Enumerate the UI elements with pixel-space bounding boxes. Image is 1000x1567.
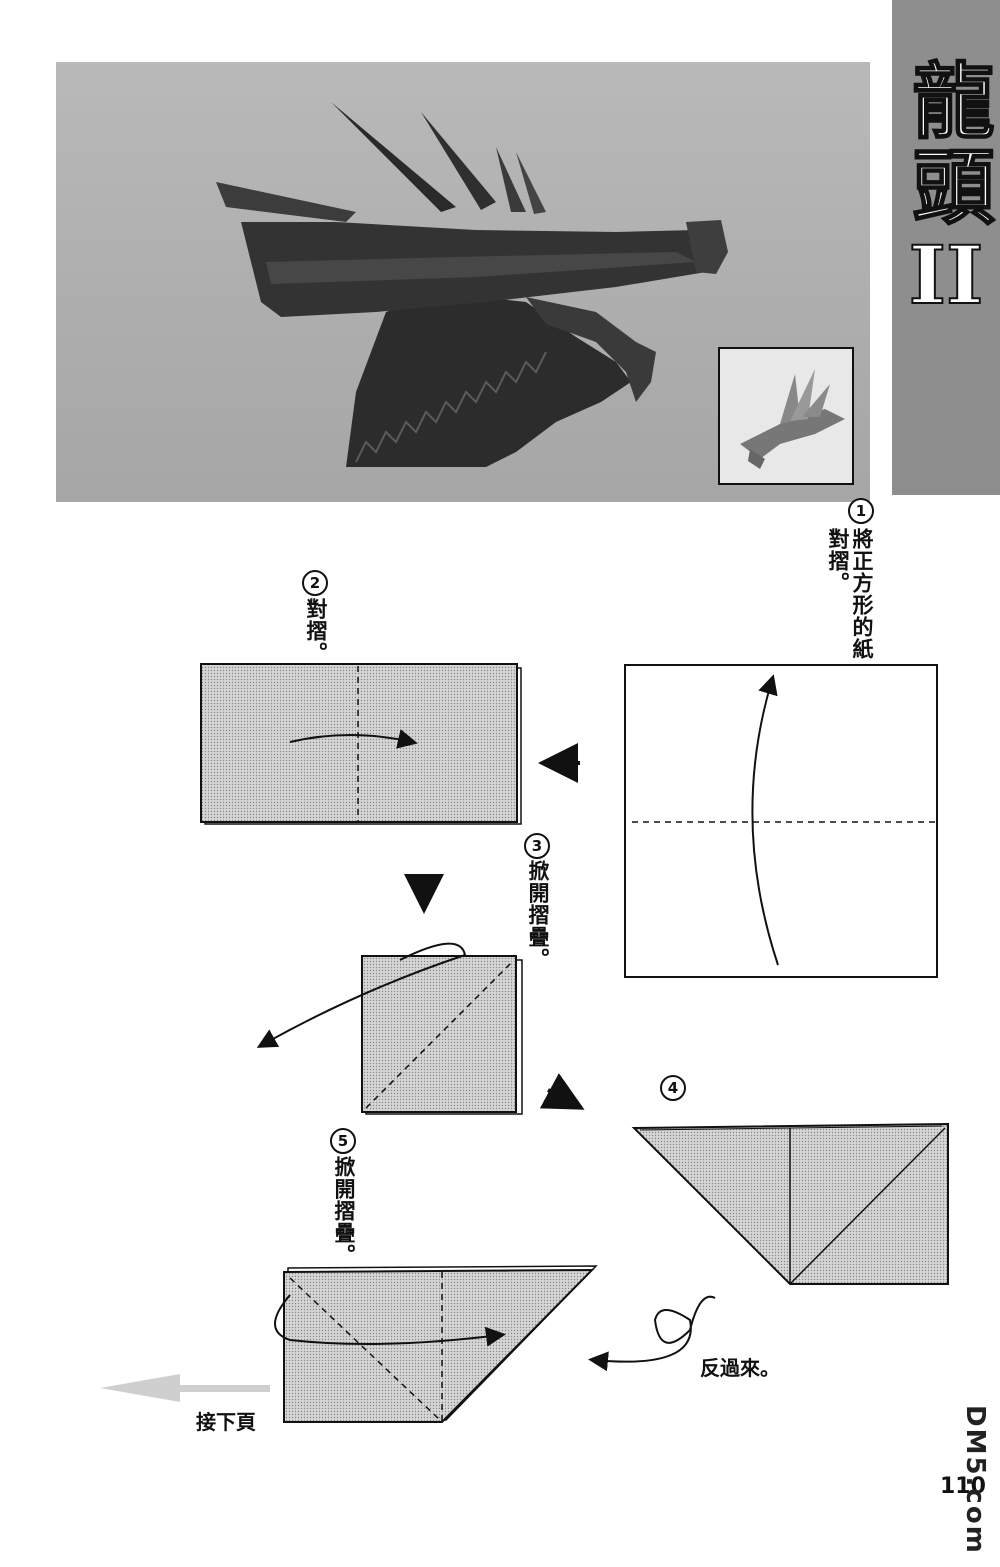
dragon-photo xyxy=(56,62,870,502)
step-4-number: 4 xyxy=(660,1075,686,1101)
step-3-number: 3 xyxy=(524,833,550,859)
page-number: 110 xyxy=(940,1474,986,1499)
title-numeral: II xyxy=(908,227,985,323)
arrow-diagonal-icon xyxy=(539,1073,585,1110)
continue-arrow-icon xyxy=(100,1374,270,1402)
page-title: 龍頭 xyxy=(897,57,995,231)
step-1-text: 將正方形的紙對摺。 xyxy=(826,528,874,660)
watermark: DM5.com xyxy=(960,1405,990,1555)
continue-text: 接下頁 xyxy=(196,1410,256,1434)
step-2-number: 2 xyxy=(302,570,328,596)
origami-dragon-image xyxy=(216,102,728,467)
turn-over-icon xyxy=(588,1295,716,1372)
step-5-text: 掀開摺疊。 xyxy=(332,1156,356,1266)
title-band xyxy=(892,0,1000,495)
step-3-text: 掀開摺疊。 xyxy=(526,860,550,970)
step-2-diagram xyxy=(200,663,522,825)
step-5-number: 5 xyxy=(330,1128,356,1154)
step-4-diagram xyxy=(631,1122,949,1285)
step-5-diagram xyxy=(274,1265,598,1423)
step-1-number: 1 xyxy=(848,498,874,524)
step-2-text: 對摺。 xyxy=(304,598,328,664)
turn-over-text: 反過來。 xyxy=(700,1356,780,1380)
step-1-diagram xyxy=(624,664,938,978)
dragon-thumbnail xyxy=(718,347,854,485)
step-3-diagram xyxy=(256,942,523,1115)
